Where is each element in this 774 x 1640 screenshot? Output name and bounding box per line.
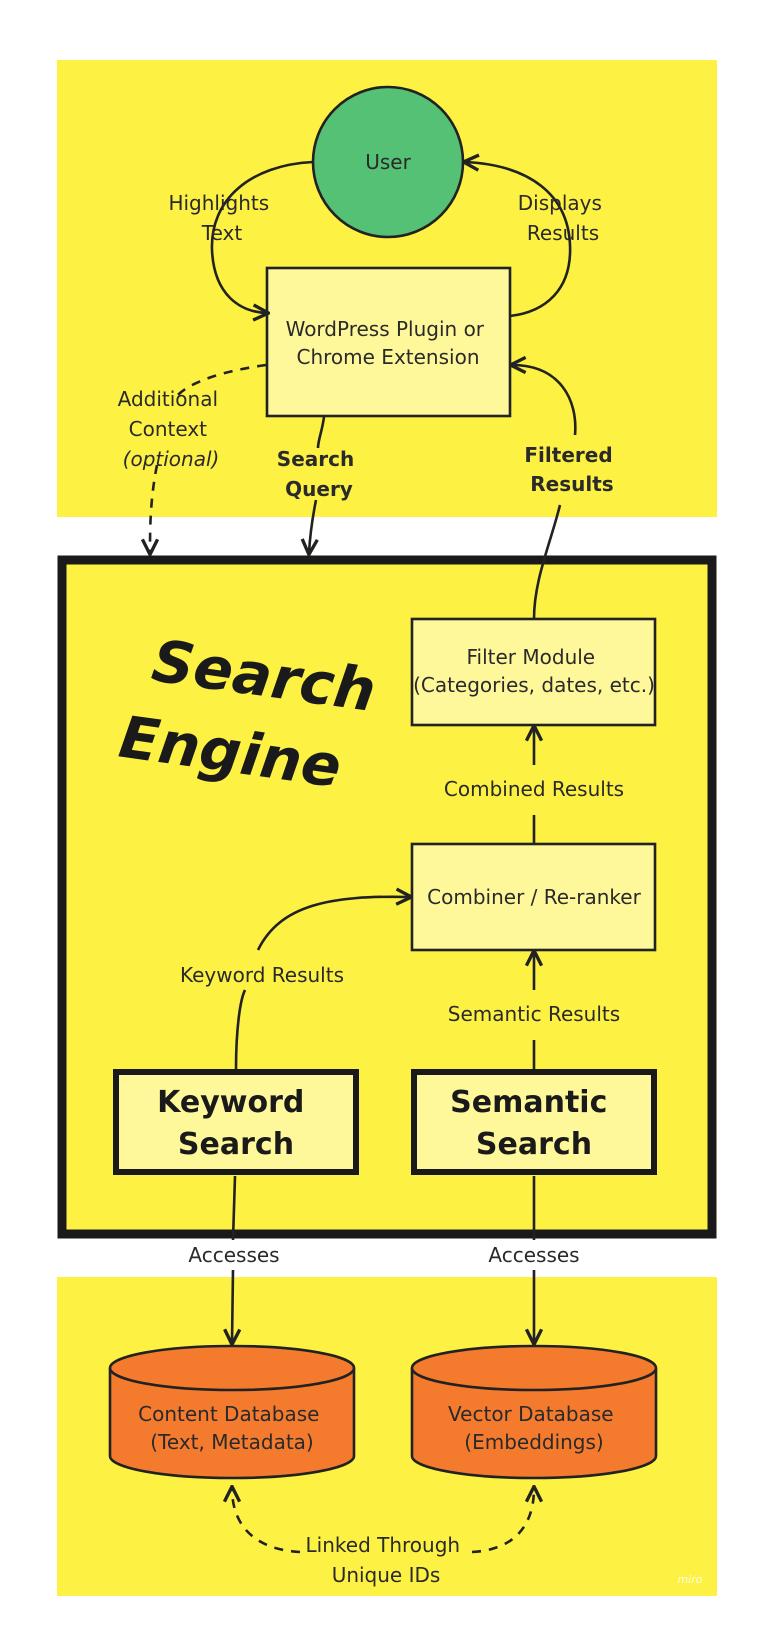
linked-ids-label: Linked Through Unique IDs — [306, 1533, 467, 1587]
displays-results-label: Displays Results — [518, 191, 609, 245]
search-query-label: Search Query — [277, 447, 361, 501]
semantic-search-label: Semantic Search — [450, 1085, 618, 1162]
highlights-text-label: Highlights Text — [168, 191, 275, 245]
semantic-search-box — [411, 1069, 657, 1175]
filter-module-label: Filter Module (Categories, dates, etc.) — [413, 645, 655, 697]
highlights-text-edge — [210, 160, 314, 313]
search-query-edge — [309, 416, 324, 553]
accesses-left-label: Accesses — [188, 1243, 279, 1267]
linked-ids-edge-right — [471, 1488, 534, 1554]
accesses-left-edge — [232, 1175, 235, 1343]
combined-results-label: Combined Results — [444, 777, 624, 801]
content-database-label: Content Database (Text, Metadata) — [138, 1402, 326, 1454]
plugin-box — [265, 266, 512, 418]
additional-context-label: Additional Context (optional) — [118, 387, 225, 471]
vector-database-label: Vector Database (Embeddings) — [448, 1402, 620, 1454]
filtered-results-label: Filtered Results — [524, 443, 619, 496]
accesses-right-label: Accesses — [488, 1243, 579, 1267]
content-database: Content Database (Text, Metadata) — [108, 1344, 356, 1480]
linked-ids-edge — [232, 1488, 301, 1554]
plugin-label: WordPress Plugin or Chrome Extension — [286, 317, 491, 369]
miro-watermark: miro — [677, 1573, 702, 1586]
filter-module-box — [410, 617, 657, 727]
keyword-search-label: Keyword Search — [157, 1085, 315, 1162]
displays-results-edge — [465, 162, 572, 318]
filtered-results-edge — [512, 365, 577, 620]
keyword-results-label: Keyword Results — [180, 963, 344, 987]
user-label: User — [365, 150, 411, 174]
keyword-search-box — [113, 1069, 359, 1175]
combiner-label: Combiner / Re-ranker — [427, 885, 641, 909]
keyword-results-edge — [234, 897, 410, 1070]
vector-database: Vector Database (Embeddings) — [410, 1344, 658, 1480]
combiner-box — [410, 842, 657, 952]
additional-context-edge — [150, 363, 267, 553]
semantic-results-label: Semantic Results — [448, 1002, 620, 1026]
